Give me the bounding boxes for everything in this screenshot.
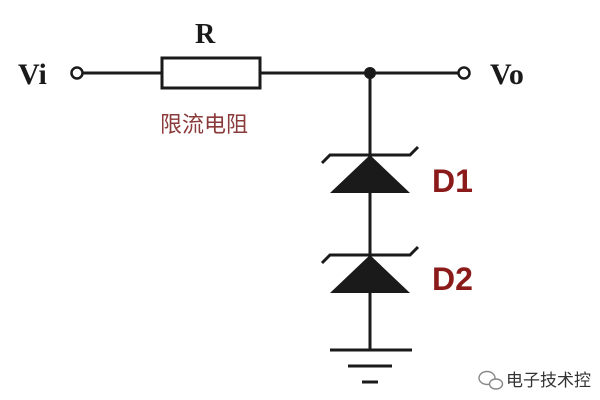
junction-node (364, 67, 376, 79)
resistor (160, 56, 262, 90)
watermark-text: 电子技术控 (506, 371, 591, 391)
resistor-caption: 限流电阻 (160, 113, 248, 138)
output-terminal (457, 66, 471, 80)
diode2-label: D2 (432, 261, 473, 297)
wechat-icon (478, 370, 504, 390)
resistor-label: R (195, 19, 216, 50)
output-label: Vo (490, 58, 524, 91)
diode1-label: D1 (432, 163, 473, 199)
zener-diode-d2 (320, 245, 420, 293)
ground-symbol (330, 348, 412, 384)
zener-diode-d1 (320, 145, 420, 193)
input-terminal (70, 66, 84, 80)
input-label: Vi (18, 58, 47, 91)
